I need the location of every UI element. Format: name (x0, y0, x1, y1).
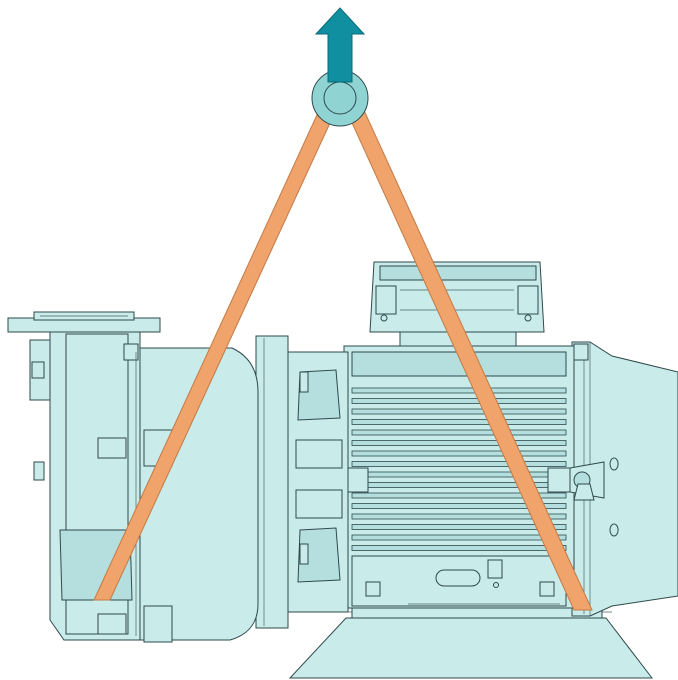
coupling-housing (285, 351, 349, 613)
motor-base-stand (288, 605, 654, 679)
cooling-fin (351, 524, 567, 530)
cooling-fin (351, 471, 567, 478)
pump-top-flange (7, 311, 161, 333)
cooling-fin (351, 534, 567, 541)
cooling-fin (351, 513, 567, 520)
cooling-fin (351, 387, 567, 394)
cooling-fins (351, 387, 567, 551)
cooling-fin (351, 440, 567, 446)
cooling-fin (351, 461, 567, 467)
cooling-fin (351, 408, 567, 415)
pump-flange (255, 335, 289, 629)
cooling-fin (351, 492, 567, 499)
cooling-fin (351, 429, 567, 436)
arrow-up-icon (314, 7, 366, 83)
cooling-fin (351, 503, 567, 509)
cooling-fin (351, 545, 567, 551)
cooling-fin (351, 419, 567, 425)
fan-cover (571, 341, 678, 617)
latch (569, 461, 605, 501)
terminal-box (369, 261, 545, 347)
pump-casing (29, 329, 259, 643)
cooling-fin (351, 450, 567, 457)
cooling-fin (351, 398, 567, 404)
motor-body (343, 345, 575, 609)
